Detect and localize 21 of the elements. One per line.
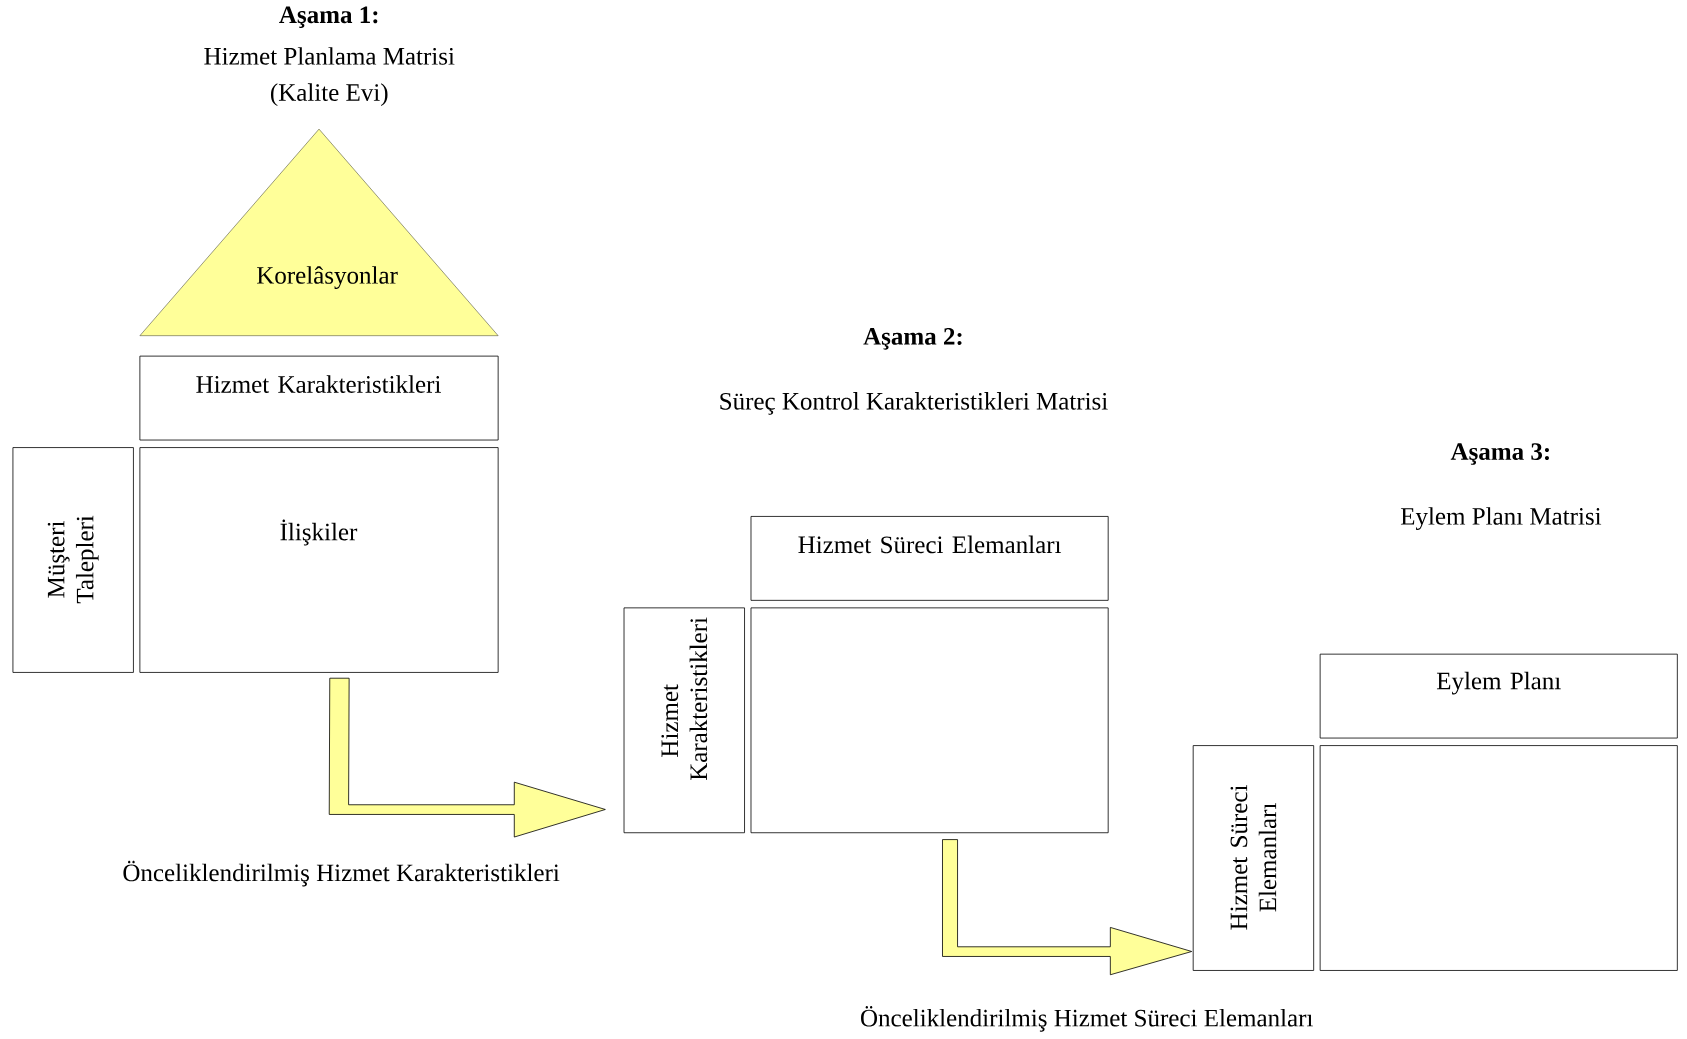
heading: (Kalite Evi) [271, 83, 388, 106]
block-arrow [942, 839, 1193, 975]
matrix-box: Eylem Planı [1319, 653, 1678, 739]
block-arrow [328, 677, 606, 838]
heading: Süreç Kontrol Karakteristikleri Matrisi [720, 392, 1108, 415]
heading: Eylem Planı Matrisi [1400, 507, 1602, 530]
heading: Aşama 3: [1450, 443, 1549, 465]
matrix-box [750, 607, 1109, 833]
matrix-box: Hizmet Karakteristikleri [623, 607, 745, 833]
matrix-box: Müşteri Talepleri [12, 447, 134, 673]
edge-label: Önceliklendirilmiş Hizmet Süreci Elemanları [861, 1005, 1313, 1032]
matrix-box: Hizmet Süreci Elemanları [750, 515, 1109, 601]
heading: Hizmet Planlama Matrisi [204, 47, 455, 65]
matrix-box: İlişkiler [139, 447, 499, 673]
triangle: Korelâsyonlar [139, 128, 499, 336]
matrix-box [1319, 745, 1678, 971]
matrix-box: Hizmet Karakteristikleri [139, 355, 499, 441]
heading: Aşama 1: [279, 6, 378, 28]
edge-label: Önceliklendirilmiş Hizmet Karakteristikleri [123, 860, 560, 887]
heading: Aşama 2: [863, 327, 962, 350]
matrix-box: Hizmet Süreci Elemanları [1192, 745, 1315, 971]
